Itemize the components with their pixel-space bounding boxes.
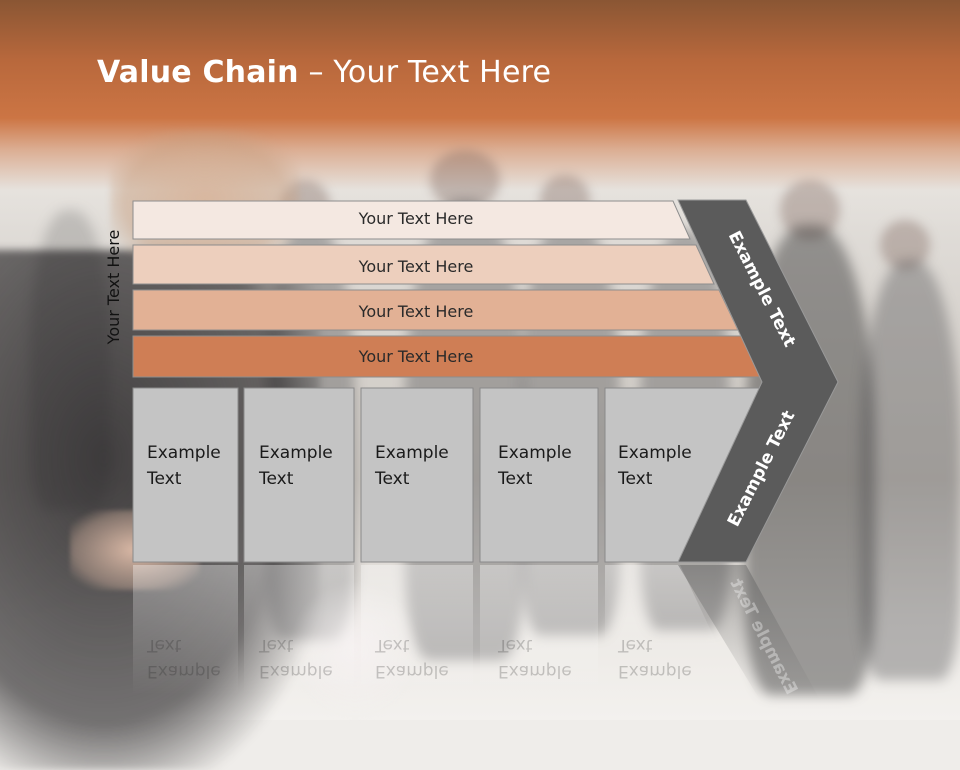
bar-label-4: Your Text Here — [358, 347, 474, 366]
bar-2 — [132, 244, 715, 285]
bar-label-2: Your Text Here — [358, 257, 474, 276]
column-2 — [243, 387, 355, 563]
bar-label-3: Your Text Here — [358, 302, 474, 321]
chevron-reflection — [678, 565, 820, 700]
column-4 — [479, 387, 599, 563]
slide-title: Value Chain – Your Text Here — [97, 55, 551, 90]
bar-label-1: Your Text Here — [358, 209, 474, 228]
title-bold: Value Chain — [97, 55, 299, 90]
column-3 — [360, 387, 474, 563]
title-rest: – Your Text Here — [298, 55, 552, 90]
bar-1 — [132, 200, 691, 240]
column-1 — [132, 387, 239, 563]
value-chain-diagram — [132, 199, 839, 700]
chevron-arrow — [677, 199, 839, 563]
